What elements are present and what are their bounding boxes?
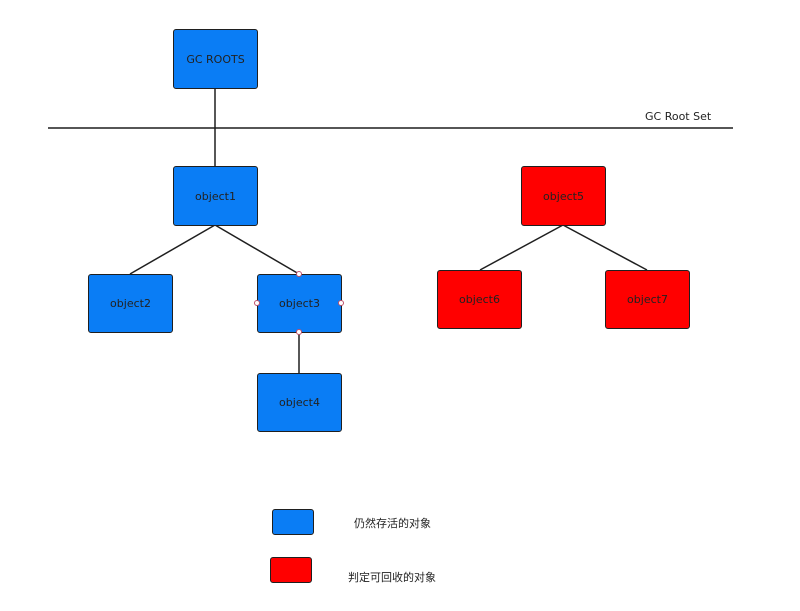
selection-handle-bottom[interactable] (296, 329, 302, 335)
node-object4[interactable]: object4 (257, 373, 342, 432)
edge-object5-object6 (479, 224, 564, 271)
root-set-label: GC Root Set (645, 110, 712, 123)
selection-handle-right[interactable] (338, 300, 344, 306)
node-object1[interactable]: object1 (173, 166, 258, 226)
edge-object1-object2 (129, 224, 216, 275)
legend-swatch-collectable (270, 557, 312, 583)
node-object7[interactable]: object7 (605, 270, 690, 329)
node-object5[interactable]: object5 (521, 166, 606, 226)
edge-object5-object7 (562, 224, 648, 271)
legend-label-collectable: 判定可回收的对象 (348, 571, 436, 584)
selection-handle-top[interactable] (296, 271, 302, 277)
legend-label-alive: 仍然存活的对象 (354, 517, 431, 530)
legend-swatch-alive (272, 509, 314, 535)
node-object3[interactable]: object3 (257, 274, 342, 333)
node-object6[interactable]: object6 (437, 270, 522, 329)
selection-handle-left[interactable] (254, 300, 260, 306)
edge-object1-object3 (214, 224, 300, 275)
node-object2[interactable]: object2 (88, 274, 173, 333)
node-gc-roots[interactable]: GC ROOTS (173, 29, 258, 89)
